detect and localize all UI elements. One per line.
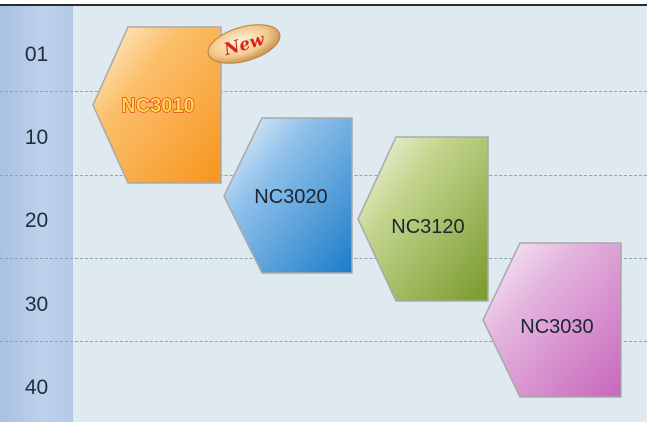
row-label-20: 20 (24, 209, 49, 232)
row-label-40: 40 (24, 376, 49, 399)
top-rule (0, 0, 647, 6)
product-label-nc3020: NC3020 (254, 186, 327, 208)
product-shape-nc3010 (92, 26, 222, 184)
row-label-10: 10 (24, 126, 49, 149)
product-shape-nc3030 (482, 242, 622, 398)
new-badge-background (207, 24, 281, 64)
product-label-nc3120: NC3120 (391, 216, 464, 238)
row-divider (0, 341, 647, 342)
row-label-01: 01 (24, 43, 49, 66)
product-shape-nc3020 (223, 117, 353, 274)
product-label-nc3010: NC3010 (121, 95, 194, 117)
new-badge: New (207, 24, 281, 64)
row-label-rail (0, 6, 73, 422)
row-divider (0, 91, 647, 92)
product-shape-nc3120 (357, 136, 489, 302)
row-label-30: 30 (24, 293, 49, 316)
product-label-nc3030: NC3030 (520, 316, 593, 338)
